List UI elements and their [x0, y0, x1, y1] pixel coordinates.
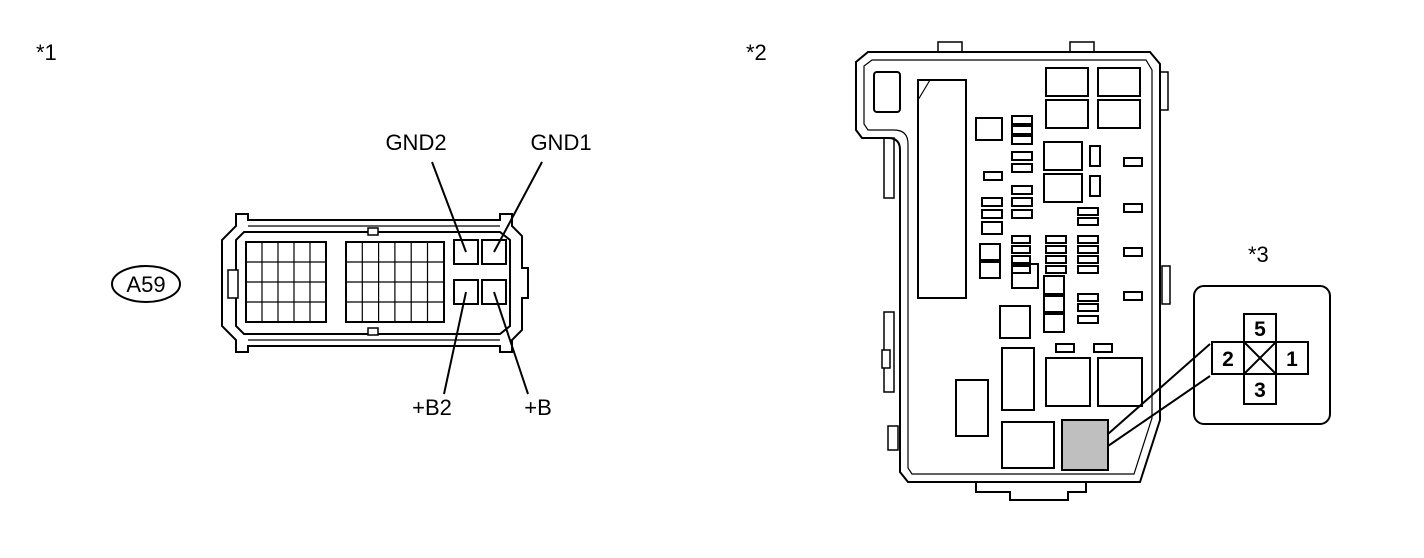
junction-block — [855, 41, 1171, 501]
terminal-b2-label: +B2 — [412, 395, 452, 420]
callout-3: *3 — [1248, 242, 1269, 267]
connector-a59-body — [221, 213, 529, 353]
leader-b2 — [443, 291, 467, 395]
relay-pin-bottom: 3 — [1254, 379, 1266, 402]
relay-pin-top: 5 — [1254, 318, 1266, 341]
leader-gnd2 — [431, 161, 467, 253]
leader-gnd1 — [493, 161, 543, 253]
highlighted-relay — [1061, 419, 1109, 471]
callout-1: *1 — [36, 40, 57, 65]
callout-2: *2 — [746, 40, 767, 65]
terminal-b-label: +B — [524, 395, 552, 420]
relay-pin-right: 1 — [1286, 348, 1298, 371]
leader-b — [493, 291, 529, 395]
terminal-gnd1-label: GND1 — [530, 130, 591, 155]
terminal-gnd2-label: GND2 — [385, 130, 446, 155]
relay-pin-left: 2 — [1222, 348, 1234, 371]
connector-id: A59 — [126, 272, 165, 297]
connector-a59-label: A59 — [111, 265, 181, 303]
relay-pin-view: 5 2 1 3 — [1193, 285, 1331, 425]
